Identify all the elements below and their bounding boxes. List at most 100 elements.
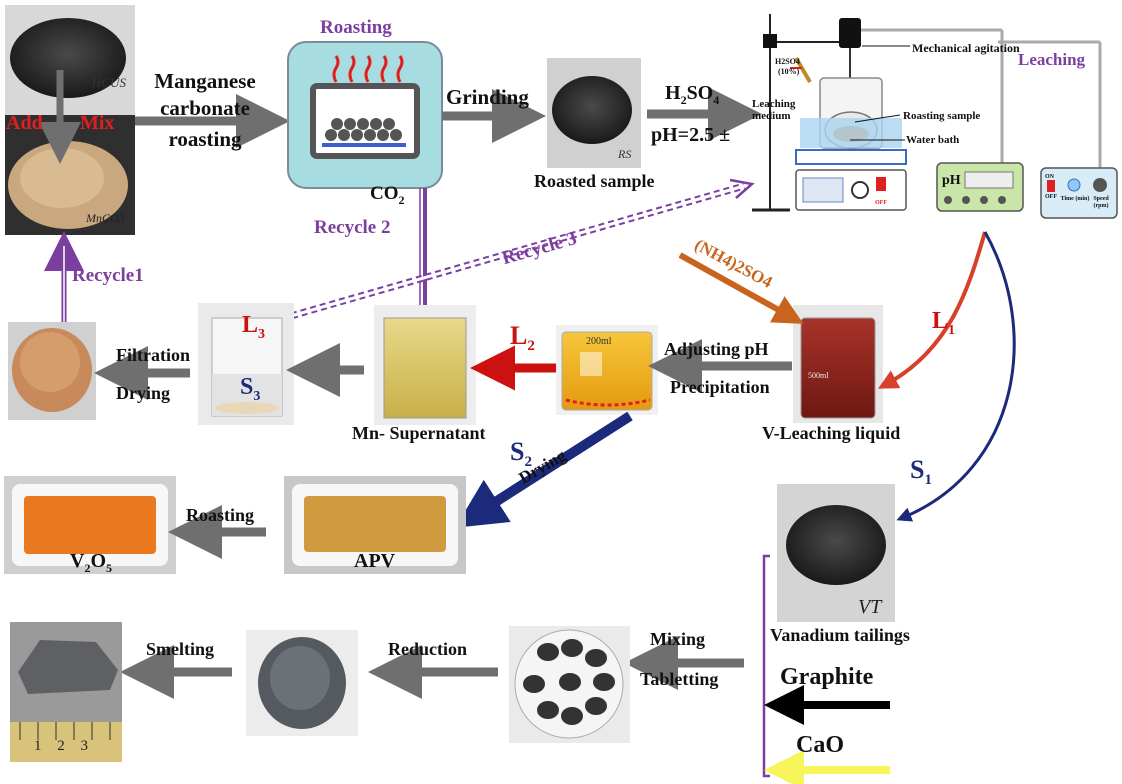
mechanical-agitation-label: Mechanical agitation (912, 41, 1020, 55)
leaching-medium-line1: Leaching (752, 98, 796, 110)
water-bath-label: Water bath (906, 134, 960, 146)
h2so4-so: SO (686, 82, 714, 104)
ammonium-sulfate-arrow (678, 252, 804, 324)
s3-sub: 3 (253, 388, 261, 404)
co2-text: CO (370, 183, 399, 204)
time-label: Time (min) (1060, 196, 1090, 202)
mn-carbonate-line3: roasting (168, 127, 242, 152)
roasting-title: Roasting (320, 17, 392, 38)
s1-arrow (896, 231, 1016, 522)
l1-text: L (932, 308, 949, 334)
l3-beaker-photo (198, 303, 294, 425)
vanadium-tailings-label: Vanadium tailings (770, 625, 910, 645)
l2-text: L (510, 321, 528, 350)
rs-handwriting: RS (618, 147, 632, 161)
h2so4-h: H (665, 82, 681, 104)
s1-text: S (910, 455, 925, 484)
v2o5-o: O (90, 550, 107, 572)
h2so4-conc-label: (10%) (778, 67, 800, 76)
roasting-sample-label: Roasting sample (903, 110, 981, 122)
v2o5-label: V2O5 (70, 550, 112, 575)
l2-label: L2 (510, 321, 535, 355)
recycle2-label: Recycle 2 (314, 217, 391, 238)
speed-label: Speed (rpm) (1093, 196, 1109, 209)
recycle1-label: Recycle1 (72, 265, 144, 286)
v2o5-tray-photo (4, 476, 176, 574)
l3-text: L (242, 312, 259, 338)
precipitation-beaker-photo (556, 325, 658, 415)
cao-label: CaO (796, 732, 844, 758)
mixing-label: Mixing (650, 629, 706, 649)
h2so4-sub1: 2 (680, 93, 687, 107)
s3-text: S (240, 374, 254, 400)
beaker-200ml-label: 200ml (586, 336, 612, 347)
s1-sub: 1 (924, 472, 932, 489)
leaching-medium-line2: medium (752, 110, 791, 123)
s2-label: S2 (510, 437, 532, 471)
mn-carbonate-line2: carbonate (160, 96, 250, 121)
s3-label: S3 (240, 374, 260, 404)
add-label: Add (6, 112, 43, 134)
v2o5-v: V (70, 550, 85, 572)
tabletting-label: Tabletting (640, 669, 719, 689)
mn-supernatant-photo (374, 305, 476, 425)
precipitation-label: Precipitation (670, 377, 770, 397)
leaching-apparatus (752, 14, 1118, 219)
drying-label: Drying (116, 383, 170, 403)
filtration-label: Filtration (116, 345, 190, 365)
l3-sub: 3 (258, 326, 266, 342)
hcus-mnco3-photo (5, 5, 135, 235)
reduction-label: Reduction (388, 639, 468, 659)
v-leaching-liquid-photo (793, 305, 883, 423)
graphite-label: Graphite (780, 664, 874, 690)
v-leaching-liquid-label: V-Leaching liquid (762, 423, 901, 443)
mnco3-handwriting: MnCO3 (86, 211, 125, 225)
filtered-product-photo (8, 322, 96, 420)
ctrl-off-label: OFF (1045, 194, 1057, 200)
co2-label: CO2 (370, 183, 405, 207)
grinding-label: Grinding (446, 85, 529, 109)
tablets-photo (509, 626, 630, 743)
l1-arrow (877, 231, 987, 389)
smelting-label: Smelting (146, 639, 215, 659)
s1-label: S1 (910, 455, 932, 489)
hcus-handwriting: HCUS (92, 75, 126, 90)
s2-sub: 2 (524, 454, 532, 471)
leaching-title: Leaching (1018, 50, 1086, 69)
ph-value-label: pH=2.5 ± (651, 124, 731, 146)
h2so4-sub2: 4 (713, 93, 720, 107)
vanadium-tailings-photo (777, 484, 895, 622)
co2-subscript: 2 (398, 192, 405, 207)
mn-carbonate-line1: Manganese (154, 69, 256, 93)
apv-label: APV (354, 550, 396, 572)
l1-label: L1 (932, 308, 955, 338)
apv-tray-photo (284, 476, 466, 574)
l1-sub: 1 (948, 322, 956, 338)
v2o5-sub2: 5 (106, 561, 113, 575)
s2-arrow (455, 411, 633, 528)
v2o5-sub1: 2 (84, 561, 91, 575)
smelted-metal-photo (10, 622, 122, 762)
roasting-furnace-icon (287, 41, 443, 189)
roasted-sample-photo (547, 58, 641, 168)
ph-meter-label: pH (942, 173, 961, 188)
roasted-sample-label: Roasted sample (534, 171, 655, 191)
bracket-additives (762, 554, 770, 778)
ctrl-on-label: ON (1045, 174, 1054, 180)
vt-handwriting: VT (858, 596, 882, 618)
h2so4-label: H2SO4 (665, 82, 719, 107)
leaching-medium-label: Leaching medium (752, 98, 795, 122)
on-off-label: OFF (875, 200, 887, 206)
adjusting-ph-label: Adjusting pH (664, 339, 769, 359)
beaker-500ml-label: 500ml (808, 371, 829, 380)
mn-supernatant-label: Mn- Supernatant (352, 423, 486, 443)
mix-label: Mix (80, 112, 115, 134)
h2so4-small-label: H2SO4 (775, 57, 800, 66)
roasting-apv-label: Roasting (186, 505, 255, 525)
l2-sub: 2 (527, 338, 535, 355)
s2-text: S (510, 437, 525, 466)
ruler-marks: 1 2 3 (34, 738, 94, 754)
reduced-pellet-photo (246, 630, 358, 736)
